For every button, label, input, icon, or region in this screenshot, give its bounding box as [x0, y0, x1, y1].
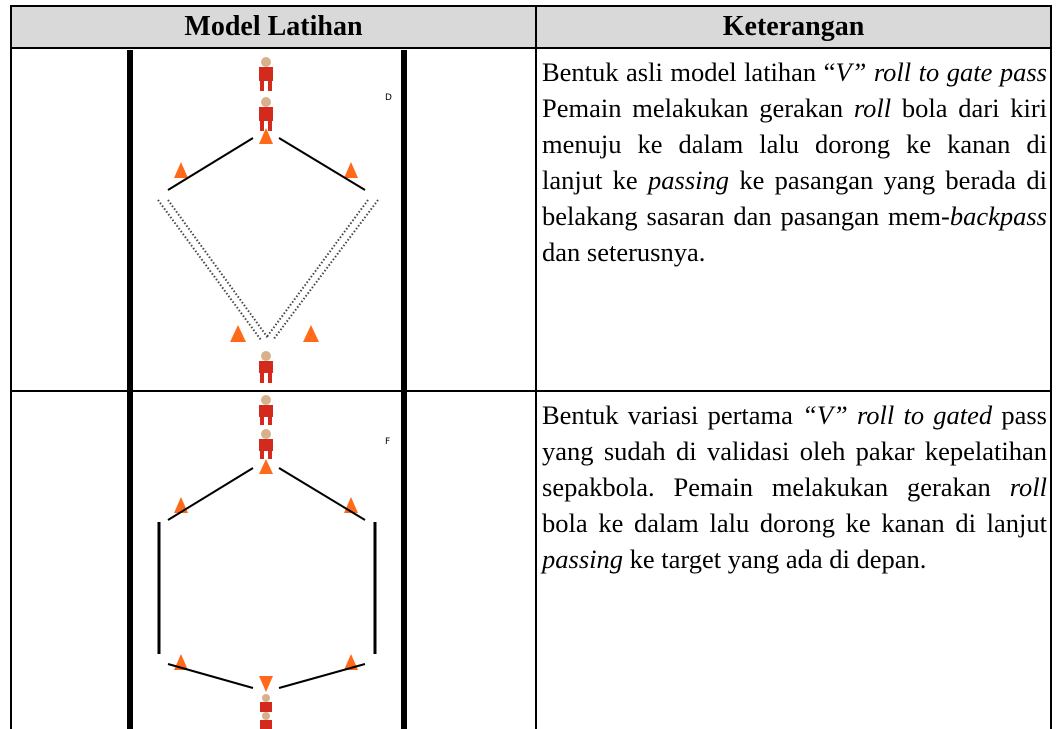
- description-segment: dan seterusnya.: [542, 237, 706, 267]
- arrow-icon: [278, 137, 366, 191]
- description-segment: passing: [648, 165, 730, 195]
- cone-icon: [259, 128, 273, 144]
- arrow-icon: [167, 663, 254, 689]
- cone-icon: [174, 162, 188, 178]
- description-segment: bola dari kiri menuju ke dalam lalu doro…: [542, 93, 1048, 195]
- player-icon: [259, 429, 273, 459]
- header-model-latihan: Model Latihan: [184, 11, 363, 42]
- description-segment: ke target yang ada di depan.: [623, 544, 927, 574]
- dribble-path: [157, 199, 262, 341]
- arrow-icon: [167, 137, 254, 191]
- player-icon: [259, 57, 273, 91]
- description-segment: passing: [542, 544, 623, 574]
- description-segment: “V” roll to gated: [802, 400, 993, 430]
- player-icon: [259, 351, 273, 383]
- drill-diagram-svg: F: [157, 395, 390, 729]
- drill-diagram-svg: D: [157, 57, 392, 383]
- player-icon: [259, 395, 273, 425]
- description-segment: V” roll to gate pass: [835, 57, 1047, 87]
- header-keterangan: Keterangan: [722, 11, 865, 42]
- description-row-2: Bentuk variasi pertama “V” roll to gated…: [542, 397, 1047, 577]
- row-divider: [12, 390, 1050, 392]
- dribble-path: [167, 199, 269, 339]
- drill-diagram-variation-1: F: [127, 392, 407, 729]
- arrow-icon: [167, 467, 254, 521]
- arrow-icon: [278, 467, 366, 521]
- description-segment: Bentuk variasi pertama: [542, 400, 803, 430]
- diagram-label: F: [385, 437, 390, 447]
- cone-icon: [230, 325, 246, 342]
- description-row-1: Bentuk asli model latihan “V” roll to ga…: [542, 54, 1047, 270]
- cone-icon: [344, 162, 358, 178]
- description-segment: roll: [1009, 472, 1047, 502]
- dribble-path: [272, 199, 379, 341]
- cone-icon: [174, 497, 188, 513]
- cone-icon: [259, 459, 273, 474]
- arrow-icon: [278, 663, 366, 689]
- drill-diagram-original: D: [127, 50, 407, 390]
- description-segment: ke pasangan yang berada di belakang sasa…: [542, 165, 1047, 231]
- description-segment: pass yang sudah di validasi oleh pakar k…: [542, 400, 1047, 502]
- training-models-table: Model Latihan Keterangan: [10, 5, 1052, 729]
- diagram-label: D: [385, 93, 392, 103]
- description-segment: Pemain melakukan gerakan: [542, 93, 854, 123]
- player-icon: [260, 712, 272, 729]
- description-segment: bola ke dalam lalu dorong ke kanan di la…: [542, 508, 1047, 538]
- description-segment: roll: [853, 93, 892, 123]
- cone-icon: [303, 325, 319, 342]
- player-icon: [260, 694, 272, 712]
- description-segment: backpass: [949, 201, 1047, 231]
- player-icon: [259, 97, 273, 131]
- dribble-path: [265, 199, 369, 339]
- table-header: Model Latihan Keterangan: [12, 7, 1050, 49]
- cone-icon: [259, 676, 273, 692]
- description-segment: Bentuk asli model latihan “: [542, 57, 836, 87]
- column-divider: [535, 7, 537, 729]
